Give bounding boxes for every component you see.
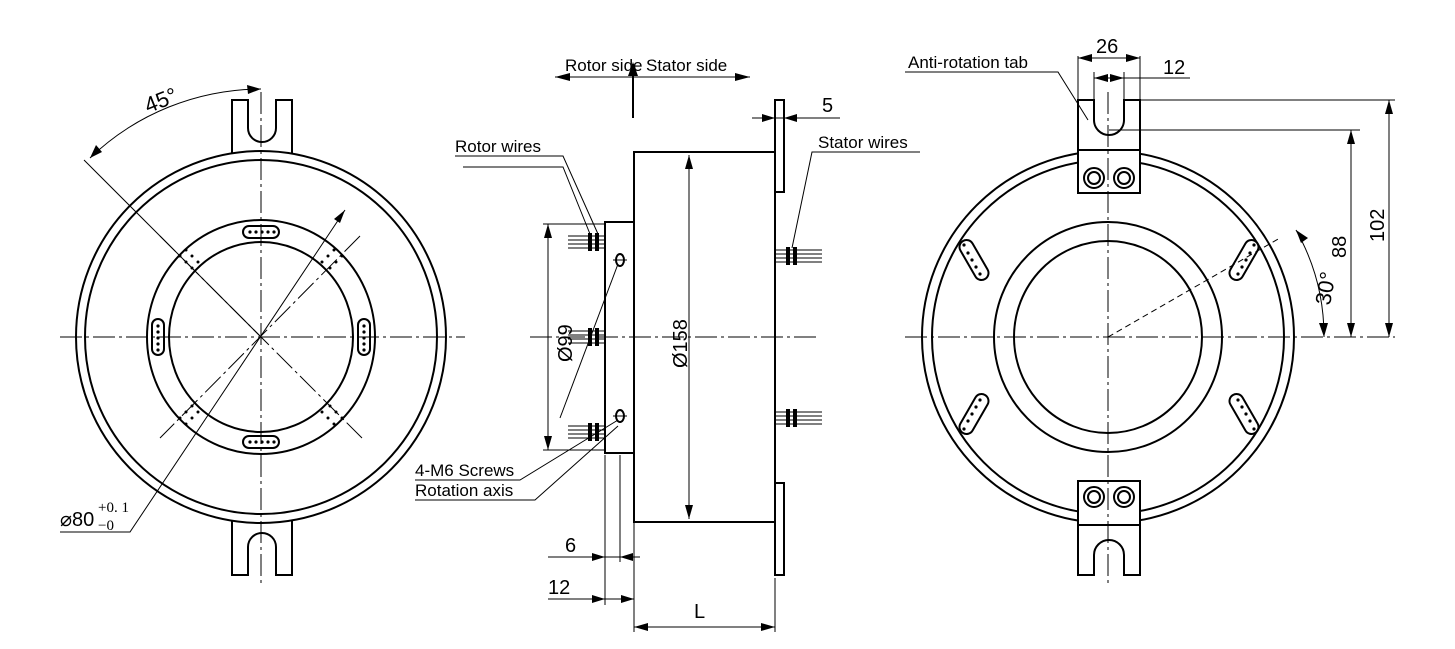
- rotation-axis-label: Rotation axis: [415, 481, 513, 500]
- bore-diameter-label: ⌀80: [60, 509, 94, 531]
- right-rear-view: 30° 26 12 Anti-rotation tab 88 102: [905, 36, 1395, 585]
- thickness-5-label: 5: [822, 95, 833, 117]
- top-flange-tab: [774, 99, 785, 193]
- rotor-wires-label: Rotor wires: [455, 137, 541, 156]
- angle-45-label: 45°: [141, 82, 181, 118]
- d158-label: Ø158: [670, 319, 692, 368]
- screws-label: 4-M6 Screws: [415, 461, 514, 480]
- width-12-label: 12: [1163, 57, 1185, 79]
- left-front-view: 45° ⌀80 +0. 1 −0: [60, 82, 465, 585]
- left-bottom-tab: [231, 504, 293, 576]
- stator-side-label: Stator side: [646, 56, 727, 75]
- dim-6-label: 6: [565, 535, 576, 557]
- right-top-tab: [1077, 99, 1141, 194]
- width-26-label: 26: [1096, 36, 1118, 58]
- rotor-side-label: Rotor side: [565, 56, 642, 75]
- height-102-label: 102: [1367, 209, 1389, 242]
- middle-side-view: Rotor side Stator side: [415, 56, 920, 632]
- bore-tolerance-upper: +0. 1: [98, 500, 129, 516]
- angle-30-label: 30°: [1310, 270, 1340, 307]
- right-wire-slots: [958, 239, 1260, 435]
- dim-12-side-label: 12: [548, 577, 570, 599]
- height-88-label: 88: [1329, 236, 1351, 258]
- stator-wires-label: Stator wires: [818, 133, 908, 152]
- bottom-flange-tab: [774, 482, 785, 576]
- d99-label: Ø99: [555, 324, 577, 362]
- stator-wires: [775, 247, 822, 427]
- right-bottom-tab: [1077, 480, 1141, 576]
- length-L-label: L: [694, 601, 705, 623]
- left-top-tab: [231, 99, 293, 171]
- anti-rotation-tab-label: Anti-rotation tab: [908, 53, 1028, 72]
- bore-tolerance-lower: −0: [98, 518, 114, 534]
